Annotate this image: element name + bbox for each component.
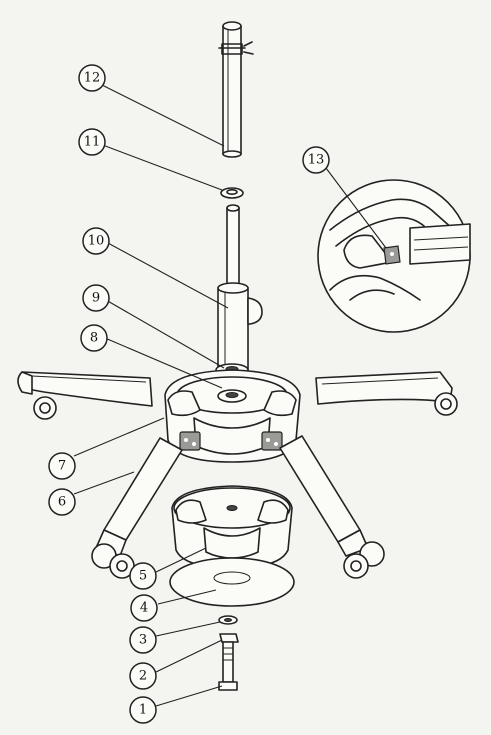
callout-label: 7 xyxy=(58,459,66,474)
callout-label: 11 xyxy=(84,135,101,150)
callout-11: 11 xyxy=(78,128,106,156)
callout-label: 2 xyxy=(139,669,147,684)
callout-9: 9 xyxy=(82,284,110,312)
upper-base-hub xyxy=(164,369,301,463)
leader-lines xyxy=(73,83,387,707)
callout-5: 5 xyxy=(129,562,157,590)
washer-lower xyxy=(218,615,238,625)
callout-label: 1 xyxy=(139,703,147,718)
callout-7: 7 xyxy=(48,452,76,480)
callout-8: 8 xyxy=(80,324,108,352)
callout-label: 12 xyxy=(84,71,101,86)
callout-13: 13 xyxy=(302,146,330,174)
nut xyxy=(219,633,239,643)
callout-6: 6 xyxy=(48,488,76,516)
callout-10: 10 xyxy=(82,227,110,255)
detail-clip xyxy=(317,179,471,333)
callout-label: 4 xyxy=(140,601,148,616)
base-plate xyxy=(169,557,295,607)
callout-label: 6 xyxy=(58,495,66,510)
bolt xyxy=(218,641,238,691)
callout-label: 13 xyxy=(308,153,325,168)
gas-lift-cylinder xyxy=(217,204,263,371)
callout-3: 3 xyxy=(129,626,157,654)
callout-12: 12 xyxy=(78,64,106,92)
hub-bushing xyxy=(217,389,247,403)
callout-4: 4 xyxy=(130,594,158,622)
washer-upper xyxy=(220,187,244,199)
callout-1: 1 xyxy=(129,696,157,724)
callout-label: 8 xyxy=(90,331,98,346)
gas-lift-upper-tube xyxy=(218,21,254,158)
callout-label: 10 xyxy=(88,234,105,249)
callout-label: 9 xyxy=(92,291,100,306)
callout-2: 2 xyxy=(129,662,157,690)
lower-base-hub xyxy=(171,485,293,569)
callout-label: 5 xyxy=(139,569,147,584)
callout-label: 3 xyxy=(139,633,147,648)
